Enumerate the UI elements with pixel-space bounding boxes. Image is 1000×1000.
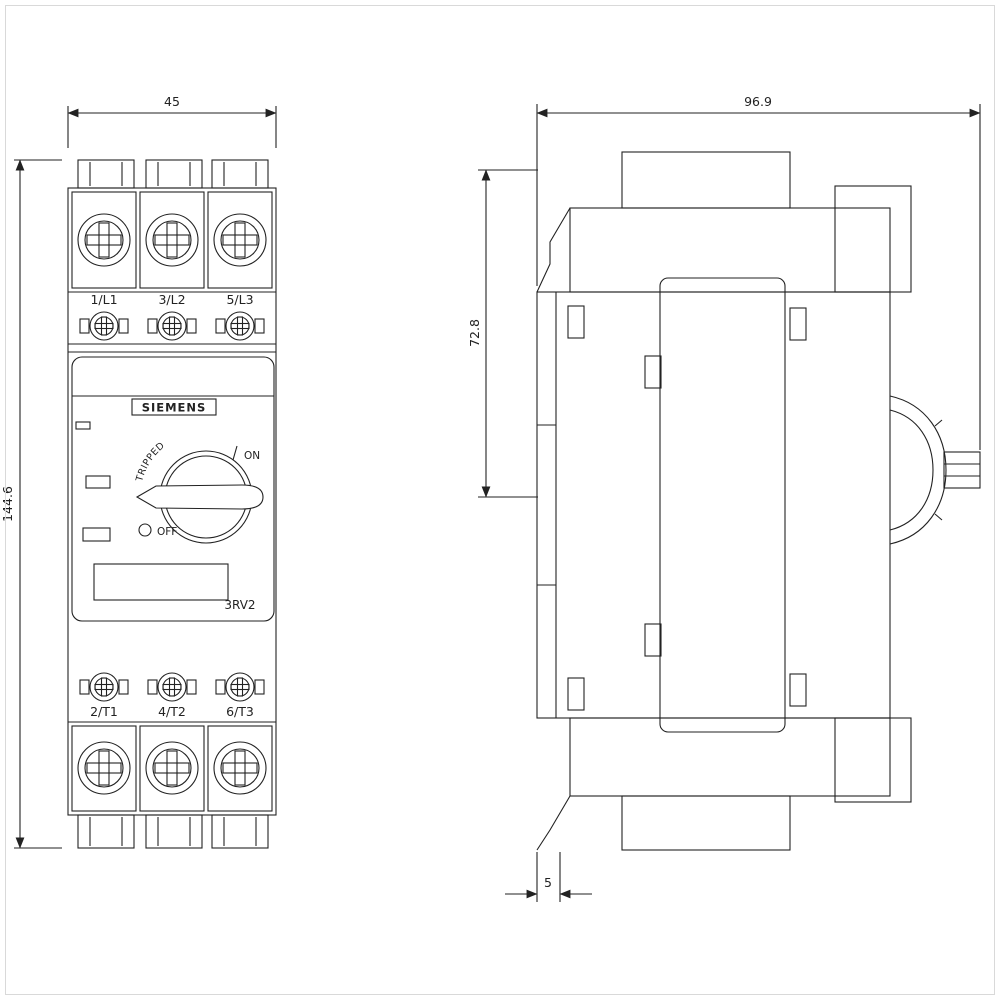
width-dimension-label: 45 [164, 94, 180, 109]
clamp-screw [79, 672, 129, 702]
top-terminal-labels: 1/L1 3/L2 5/L3 [90, 292, 253, 307]
depth-dimension: 96.9 [536, 94, 981, 450]
side-profile [536, 151, 912, 851]
terminal-label-1L1: 1/L1 [90, 292, 117, 307]
clamp-screw [79, 311, 129, 341]
tripped-label: TRIPPED [134, 440, 167, 484]
bottom-terminal-labels: 2/T1 4/T2 6/T3 [90, 704, 254, 719]
height-dimension-label: 144.6 [0, 486, 15, 522]
top-terminal-tabs [77, 159, 269, 189]
bottom-terminal-block [71, 725, 273, 812]
clamp-screw [147, 672, 197, 702]
top-terminal-block [71, 191, 273, 289]
side-view: 96.9 72.8 [467, 94, 981, 902]
bottom-terminal-tabs [77, 814, 269, 849]
terminal-label-6T3: 6/T3 [226, 704, 254, 719]
depth-dimension-label: 96.9 [744, 94, 772, 109]
on-position-mark [232, 445, 238, 461]
terminal-label-4T2: 4/T2 [158, 704, 186, 719]
rail-offset-dimension-label: 5 [544, 875, 552, 890]
terminal-screw [213, 741, 267, 795]
top-clamp-screws [79, 311, 265, 341]
clamp-screw [215, 311, 265, 341]
terminal-label-3L2: 3/L2 [158, 292, 185, 307]
knob-handle-tip [943, 451, 981, 489]
width-dimension: 45 [67, 94, 277, 148]
terminal-label-2T1: 2/T1 [90, 704, 118, 719]
on-label: ON [244, 450, 260, 462]
front-face: SIEMENS [68, 343, 276, 622]
rating-label-area: 3RV2 [93, 563, 256, 612]
clamp-screw [215, 672, 265, 702]
off-label: OFF [157, 526, 177, 538]
rail-offset-dimension: 5 [505, 852, 592, 902]
switch-handle [135, 484, 264, 510]
off-position-mark [138, 523, 152, 537]
brand-logo: SIEMENS [142, 401, 207, 415]
terminal-screw [145, 213, 199, 267]
bottom-clamp-screws [79, 672, 265, 702]
side-knob [889, 395, 981, 545]
body-depth-dimension: 72.8 [467, 169, 538, 498]
terminal-screw [77, 213, 131, 267]
terminal-label-5L3: 5/L3 [226, 292, 253, 307]
height-dimension: 144.6 [0, 159, 62, 849]
terminal-screw [77, 741, 131, 795]
terminal-screw [213, 213, 267, 267]
rotary-switch: TRIPPED ON OFF [82, 440, 264, 544]
terminal-screw [145, 741, 199, 795]
model-label: 3RV2 [224, 598, 255, 612]
front-view: 45 144.6 [0, 94, 277, 849]
rating-label-window [93, 563, 229, 601]
body-depth-dimension-label: 72.8 [467, 319, 482, 347]
clamp-screw [147, 311, 197, 341]
